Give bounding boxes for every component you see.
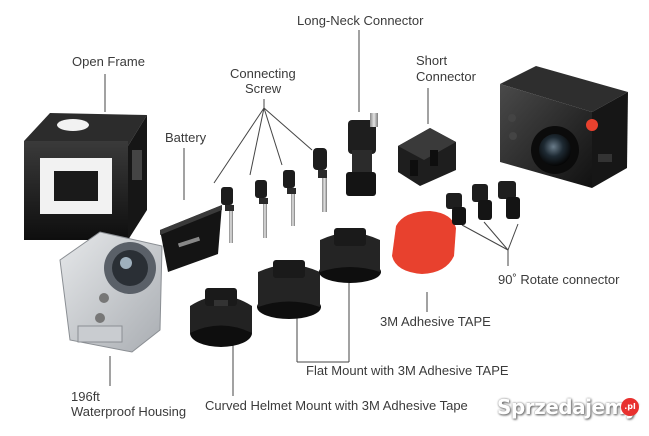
label-short-connector-line1: Short [416, 53, 448, 68]
flat-mount-icon [257, 260, 321, 319]
label-connecting-screw-line2: Screw [245, 81, 282, 96]
label-connecting-screw-line1: Connecting [230, 66, 296, 81]
leader-lines [104, 30, 519, 396]
label-housing-line2: Waterproof Housing [71, 404, 187, 419]
label-housing-line1: 196ft [71, 389, 100, 404]
adhesive-tape-icon [392, 211, 456, 274]
open-frame-icon [24, 113, 147, 240]
rotate-connector-icons [446, 181, 520, 225]
action-camera-icon [500, 66, 628, 188]
battery-icon [160, 205, 222, 272]
label-long-neck-connector: Long-Neck Connector [297, 13, 424, 28]
waterproof-housing-icon [59, 231, 163, 353]
label-flat-mount: Flat Mount with 3M Adhesive TAPE [306, 363, 509, 378]
label-rotate-connector: 90˚ Rotate connector [498, 272, 620, 287]
short-connector-icon [398, 128, 456, 186]
label-curved-helmet-mount: Curved Helmet Mount with 3M Adhesive Tap… [205, 398, 468, 413]
curved-mount-icon [190, 288, 252, 347]
label-short-connector-line2: Connector [416, 69, 476, 84]
watermark-badge: .pl [621, 398, 639, 416]
label-open-frame: Open Frame [72, 54, 145, 69]
long-neck-connector-icon [346, 113, 378, 196]
watermark-logo: Sprzedajemy [497, 395, 638, 419]
connecting-screw-icons [221, 148, 327, 243]
label-adhesive-tape: 3M Adhesive TAPE [380, 314, 491, 329]
flat-mount-icon [319, 228, 381, 283]
label-battery: Battery [165, 130, 207, 145]
